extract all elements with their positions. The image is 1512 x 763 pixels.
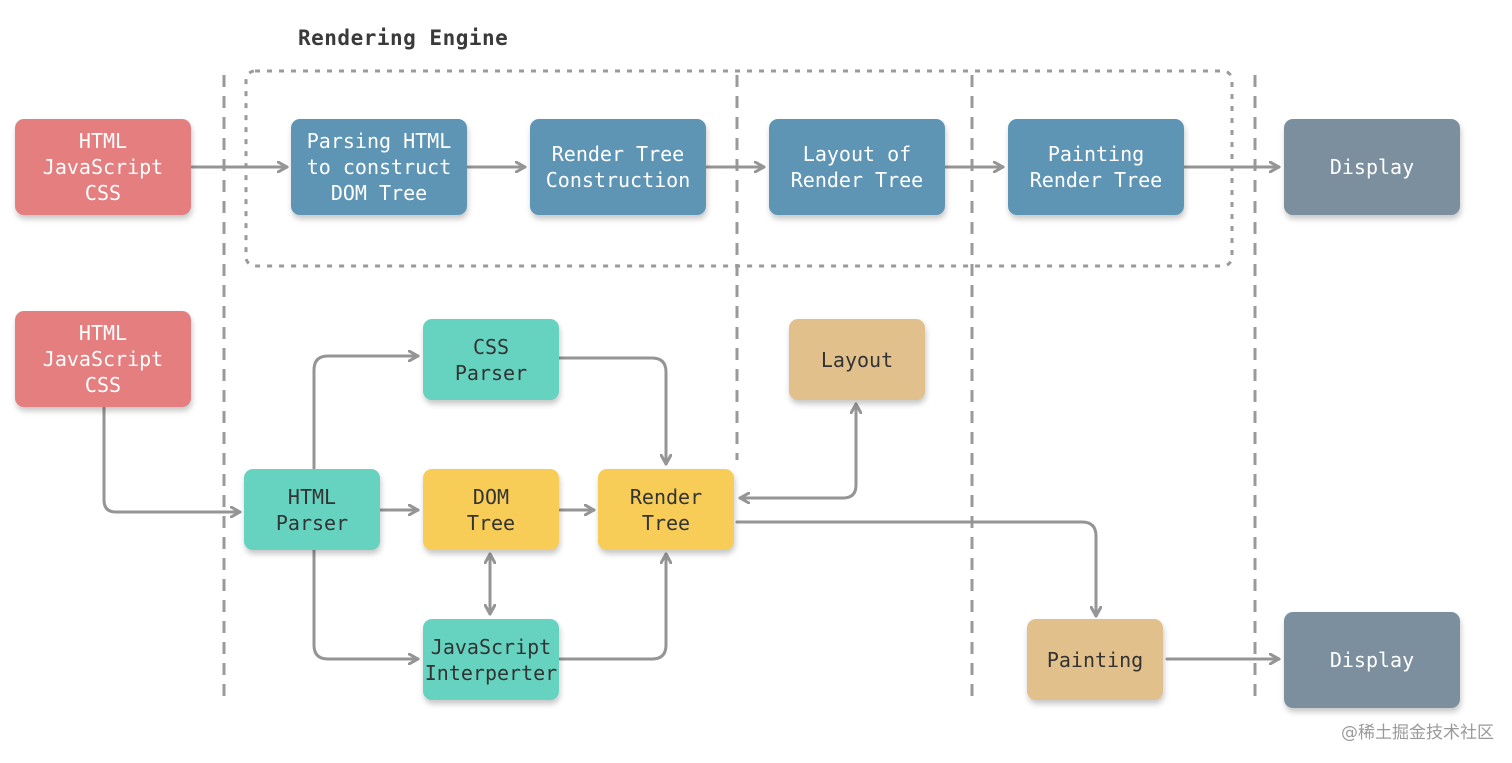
step-parsing-html: Parsing HTML to construct DOM Tree [291,119,467,215]
arrow-css-parser-to-render-tree [557,356,666,466]
js-interpreter-label: JavaScript Interperter [424,634,558,685]
top-source-label: HTML JavaScript CSS [42,129,164,205]
top-display-box: Display [1284,119,1460,215]
arrow-html-parser-to-js-interpreter [312,548,420,659]
arrow-render-tree-layout [738,402,856,498]
layout-box: Layout [789,319,925,400]
render-tree-label: Render Tree [629,484,703,535]
top-display-label: Display [1329,155,1415,179]
layout-label: Layout [820,347,894,372]
diagram-title: Rendering Engine [298,26,509,50]
css-parser-box: CSS Parser [423,319,559,400]
step-layout-render-tree-label: Layout of Render Tree [790,142,924,192]
arrow-js-interpreter-to-render-tree [558,552,666,661]
arrow-html-parser-to-css-parser [312,356,420,470]
watermark: @稀土掘金技术社区 [1341,723,1494,743]
step-render-tree-construction: Render Tree Construction [530,119,706,215]
bottom-display-label: Display [1329,648,1415,672]
bottom-source-label: HTML JavaScript CSS [42,321,164,397]
painting-label: Painting [1046,647,1144,672]
top-source-box: HTML JavaScript CSS [15,119,191,215]
bottom-source-box: HTML JavaScript CSS [15,311,191,407]
step-parsing-html-label: Parsing HTML to construct DOM Tree [306,129,452,205]
dom-tree-box: DOM Tree [423,469,559,550]
html-parser-label: HTML Parser [275,484,349,535]
step-painting-render-tree: Painting Render Tree [1008,119,1184,215]
arrow-render-tree-to-painting [735,520,1096,618]
step-painting-render-tree-label: Painting Render Tree [1029,142,1163,192]
render-tree-box: Render Tree [598,469,734,550]
js-interpreter-box: JavaScript Interperter [423,619,559,700]
step-layout-render-tree: Layout of Render Tree [769,119,945,215]
painting-box: Painting [1027,619,1163,700]
dom-tree-label: DOM Tree [466,484,516,535]
step-render-tree-construction-label: Render Tree Construction [545,142,691,192]
css-parser-label: CSS Parser [454,334,528,385]
html-parser-box: HTML Parser [244,469,380,550]
arrow-source-to-html-parser [102,406,242,512]
bottom-display-box: Display [1284,612,1460,708]
